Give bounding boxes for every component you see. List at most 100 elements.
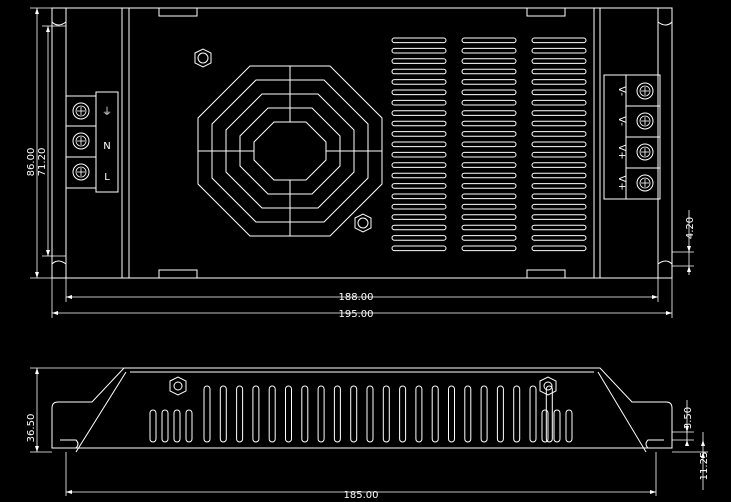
dim-side-hole-a: 3.50 xyxy=(683,407,694,429)
vent-slot xyxy=(461,162,517,168)
side-vent-slot xyxy=(252,385,260,443)
side-view-dimensions: 36.50 185.00 3.50 11.25 xyxy=(26,367,710,501)
dim-side-width: 185.00 xyxy=(344,490,379,501)
side-vent-slot-short xyxy=(185,409,193,443)
vent-slot xyxy=(531,47,587,54)
vent-slot xyxy=(391,224,447,231)
vent-slot xyxy=(391,47,447,54)
vent-slot xyxy=(531,183,587,189)
dim-side-height: 36.50 xyxy=(26,414,37,443)
vent-slot xyxy=(391,203,447,210)
vent-slot xyxy=(461,203,517,210)
vent-slots xyxy=(391,37,587,252)
side-vent-slot xyxy=(301,385,309,443)
vent-slot xyxy=(391,172,447,179)
vent-slot xyxy=(531,162,587,168)
vent-slot xyxy=(391,110,447,116)
vent-slot xyxy=(391,58,447,64)
output-terminal-block: V- V- V+ V+ xyxy=(603,74,661,200)
vent-slot xyxy=(531,99,587,106)
vent-slot xyxy=(531,214,587,220)
side-vent-slot xyxy=(513,385,521,443)
side-vent-slot xyxy=(382,385,390,443)
side-vent-slots xyxy=(149,385,573,443)
side-vent-slot-short xyxy=(541,409,549,443)
vent-slot xyxy=(531,58,587,64)
dim-hole-offset: 4.20 xyxy=(685,217,696,239)
vent-slot xyxy=(461,224,517,231)
terminal-screw-icon xyxy=(636,82,654,100)
vent-slot xyxy=(461,68,517,75)
vent-slot xyxy=(391,141,447,148)
input-terminal-block: ⏚ N L xyxy=(65,91,119,193)
terminal-screw-icon xyxy=(636,174,654,192)
vent-slot xyxy=(461,89,517,96)
vent-slot xyxy=(391,162,447,168)
input-label-n: N xyxy=(103,141,110,152)
vent-slot xyxy=(461,235,517,241)
hex-nut-icon xyxy=(169,376,187,396)
side-vent-slot xyxy=(480,385,488,443)
top-view: ⏚ N L xyxy=(26,7,696,320)
hex-nut-icon xyxy=(354,213,372,233)
vent-slot xyxy=(461,47,517,54)
vent-slot xyxy=(461,58,517,64)
dim-inner-width: 188.00 xyxy=(339,292,374,303)
side-vent-slot xyxy=(350,385,358,443)
vent-slot xyxy=(391,89,447,96)
vent-slot xyxy=(531,68,587,75)
vent-slot xyxy=(391,151,447,158)
side-vent-slot-short xyxy=(161,409,169,443)
dim-inner-height: 71.20 xyxy=(37,148,48,177)
vent-slot xyxy=(461,193,517,200)
dim-total-width: 195.00 xyxy=(339,309,374,320)
vent-slot xyxy=(391,37,447,44)
terminal-screw-icon xyxy=(72,132,90,150)
input-label-l: L xyxy=(104,172,110,183)
vent-slot xyxy=(531,235,587,241)
vent-slot xyxy=(391,68,447,75)
side-vent-slot-short xyxy=(149,409,157,443)
terminal-screw-icon xyxy=(72,102,90,120)
side-vent-slot xyxy=(285,385,292,443)
vent-slot xyxy=(461,172,517,179)
vent-slot xyxy=(531,79,587,85)
terminal-screw-icon xyxy=(72,163,90,181)
vent-slot xyxy=(531,151,587,158)
vent-slot xyxy=(391,235,447,241)
side-vent-slot xyxy=(333,385,341,443)
vent-slot xyxy=(391,120,447,127)
vent-slot xyxy=(531,120,587,127)
side-vent-slot xyxy=(268,385,276,443)
side-vent-slot xyxy=(219,385,227,443)
side-vent-slot xyxy=(464,385,472,443)
vent-slot xyxy=(531,89,587,96)
vent-slot xyxy=(531,172,587,179)
vent-slot xyxy=(531,203,587,210)
vent-slot xyxy=(391,245,447,252)
side-vent-slot xyxy=(236,385,244,443)
side-vent-slot xyxy=(431,385,439,443)
vent-slot xyxy=(531,110,587,116)
side-vent-slot-short xyxy=(565,409,573,443)
dim-side-hole-b: 11.25 xyxy=(699,452,710,481)
vent-slot xyxy=(531,193,587,200)
terminal-screw-icon xyxy=(636,143,654,161)
vent-slot xyxy=(531,224,587,231)
output-label-1: V- xyxy=(616,86,627,96)
vent-slot xyxy=(461,120,517,127)
fan-grille xyxy=(194,48,383,237)
vent-slot xyxy=(461,183,517,189)
vent-slot xyxy=(391,214,447,220)
vent-slot xyxy=(461,110,517,116)
vent-slot xyxy=(461,151,517,158)
hex-nut-icon xyxy=(194,48,212,68)
vent-slot xyxy=(391,183,447,189)
hex-nut-icon xyxy=(539,376,557,396)
vent-slot xyxy=(461,214,517,220)
vent-slot xyxy=(531,131,587,137)
vent-slot xyxy=(461,245,517,252)
vent-slot xyxy=(391,131,447,137)
side-vent-slot xyxy=(448,385,455,443)
